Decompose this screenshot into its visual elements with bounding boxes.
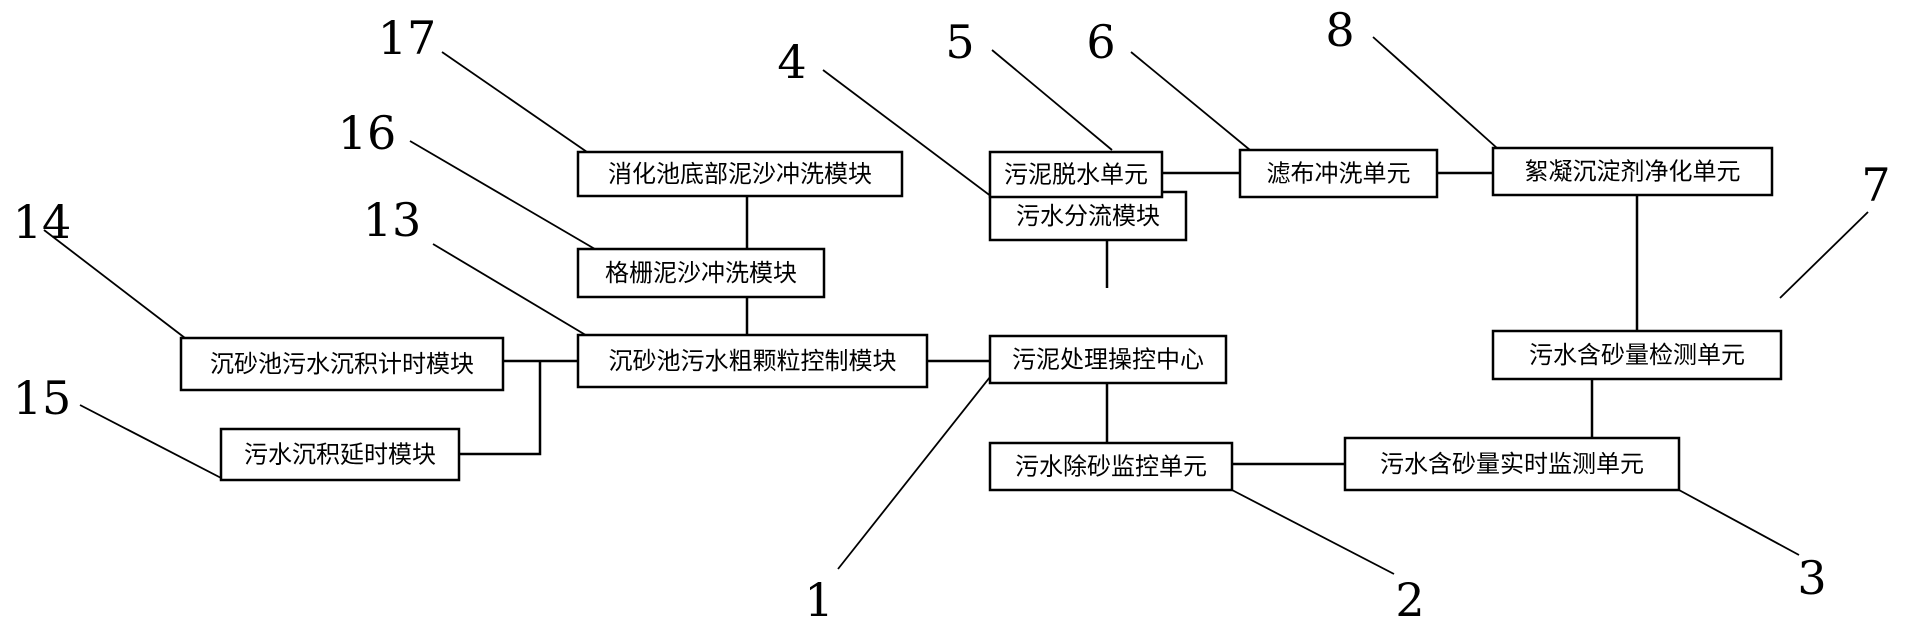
node-sand-content-detect: 污水含砂量检测单元 [1491,329,1783,381]
node-sediment-delay: 污水沉积延时模块 [219,427,461,482]
leader-17 [441,51,588,153]
node-desanding-monitor-label: 污水除砂监控单元 [1015,453,1207,481]
node-sediment-delay-label: 污水沉积延时模块 [244,441,436,469]
wire-branch-to-delay [459,361,542,456]
callout-8: 8 [1325,3,1354,57]
callout-16: 16 [338,106,397,160]
node-diversion-module: 污水分流模块 [988,190,1188,242]
leader-6 [1130,51,1251,151]
node-diversion-module-label: 污水分流模块 [1016,202,1160,230]
leader-5 [991,49,1113,151]
node-digester-bottom-flush: 消化池底部泥沙冲洗模块 [576,150,904,198]
leader-13 [432,243,590,338]
node-sand-content-detect-label: 污水含砂量检测单元 [1529,341,1745,369]
node-flocculant-purify: 絮凝沉淀剂净化单元 [1491,146,1774,197]
callout-15: 15 [13,371,72,425]
leader-1 [837,376,991,570]
callout-numerals: 1 2 3 4 5 6 7 8 13 14 15 16 17 [13,3,1891,627]
node-grille-flush-label: 格栅泥沙冲洗模块 [605,259,797,287]
leader-lines [43,36,1869,575]
callout-2: 2 [1395,573,1424,627]
leader-8 [1372,36,1498,149]
leader-16 [409,140,601,253]
callout-1: 1 [804,573,833,627]
node-sludge-dewatering-label: 污泥脱水单元 [1004,161,1148,189]
node-digester-bottom-flush-label: 消化池底部泥沙冲洗模块 [608,160,872,188]
node-grille-flush: 格栅泥沙冲洗模块 [576,247,826,299]
leader-15 [79,404,226,481]
callout-17: 17 [378,11,437,65]
leader-7 [1779,211,1869,299]
callout-3: 3 [1797,551,1826,605]
node-control-center-label: 污泥处理操控中心 [1012,346,1204,374]
node-sludge-dewatering: 污泥脱水单元 [988,150,1164,199]
node-filter-cloth-flush: 滤布冲洗单元 [1238,148,1439,199]
callout-7: 7 [1861,158,1890,212]
callout-14: 14 [13,195,72,249]
node-filter-cloth-flush-label: 滤布冲洗单元 [1267,160,1411,188]
node-desanding-monitor: 污水除砂监控单元 [988,441,1234,492]
callout-5: 5 [945,15,974,69]
node-grit-particle-control: 沉砂池污水粗颗粒控制模块 [576,333,929,389]
leader-3 [1678,489,1800,556]
callout-13: 13 [363,193,422,247]
node-grit-sediment-timer: 沉砂池污水沉积计时模块 [179,336,505,392]
node-realtime-sand-monitor: 污水含砂量实时监测单元 [1343,436,1681,492]
node-grit-particle-control-label: 沉砂池污水粗颗粒控制模块 [609,347,897,375]
node-flocculant-purify-label: 絮凝沉淀剂净化单元 [1525,158,1741,186]
leader-2 [1231,489,1395,575]
connection-lines [459,152,1639,466]
node-grit-sediment-timer-label: 沉砂池污水沉积计时模块 [210,350,474,378]
node-realtime-sand-monitor-label: 污水含砂量实时监测单元 [1380,450,1644,478]
node-control-center: 污泥处理操控中心 [988,334,1228,385]
callout-4: 4 [777,35,806,89]
callout-6: 6 [1086,15,1115,69]
leader-14 [43,229,186,339]
